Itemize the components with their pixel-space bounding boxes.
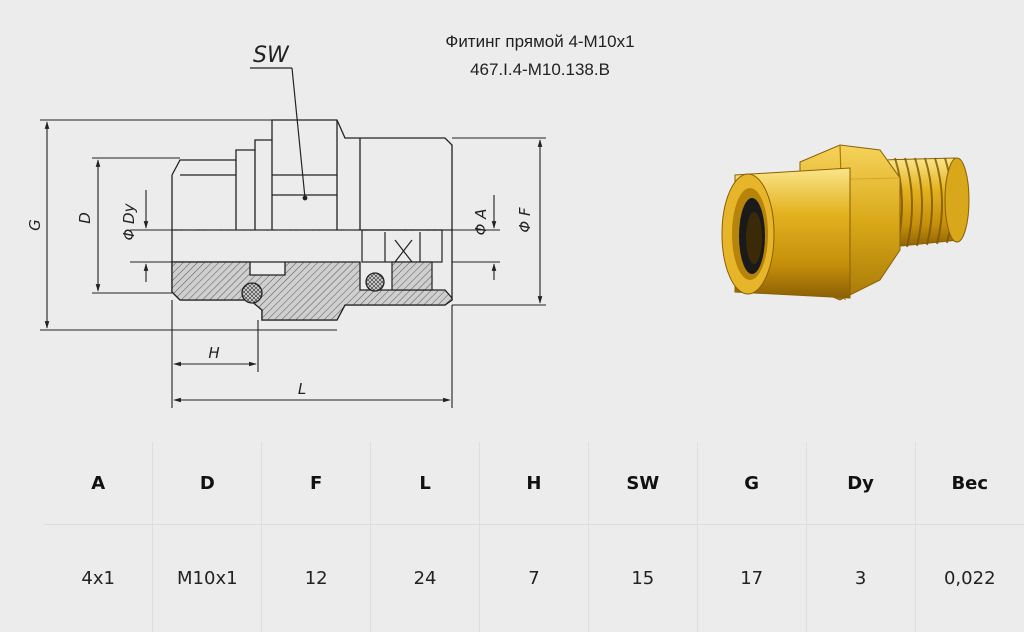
cell-h: 7 xyxy=(480,525,589,632)
col-header-sw: SW xyxy=(588,442,697,525)
cell-f: 12 xyxy=(262,525,371,632)
col-header-dy: Dy xyxy=(806,442,915,525)
cell-l: 24 xyxy=(371,525,480,632)
sw-callout xyxy=(250,68,307,200)
dim-label-a: Φ A xyxy=(472,209,490,236)
dim-label-l: L xyxy=(298,380,306,398)
col-header-g: G xyxy=(697,442,806,525)
dim-label-g: G xyxy=(26,219,44,231)
cell-sw: 15 xyxy=(588,525,697,632)
dim-label-d: D xyxy=(76,212,94,224)
dim-label-sw: SW xyxy=(253,43,290,68)
spec-table: A D F L H SW G Dy Вес 4x1 M10x1 12 24 7 … xyxy=(44,442,1024,632)
cell-dy: 3 xyxy=(806,525,915,632)
dim-label-dy: Φ Dy xyxy=(120,202,138,240)
technical-drawing: SW G D Φ Dy Φ A Φ F H xyxy=(0,0,1024,440)
col-header-weight: Вес xyxy=(915,442,1024,525)
col-header-l: L xyxy=(371,442,480,525)
cell-weight: 0,022 xyxy=(915,525,1024,632)
col-header-f: F xyxy=(262,442,371,525)
table-header-row: A D F L H SW G Dy Вес xyxy=(44,442,1024,525)
table-row: 4x1 M10x1 12 24 7 15 17 3 0,022 xyxy=(44,525,1024,632)
cell-a: 4x1 xyxy=(44,525,153,632)
o-ring xyxy=(242,283,262,303)
dim-label-f: Φ F xyxy=(516,207,534,233)
dim-a xyxy=(452,195,500,280)
fitting-3d-render xyxy=(722,145,969,300)
dim-label-h: H xyxy=(208,344,219,362)
col-header-a: A xyxy=(44,442,153,525)
col-header-d: D xyxy=(153,442,262,525)
cell-d: M10x1 xyxy=(153,525,262,632)
o-ring xyxy=(366,273,384,291)
cell-g: 17 xyxy=(697,525,806,632)
col-header-h: H xyxy=(480,442,589,525)
